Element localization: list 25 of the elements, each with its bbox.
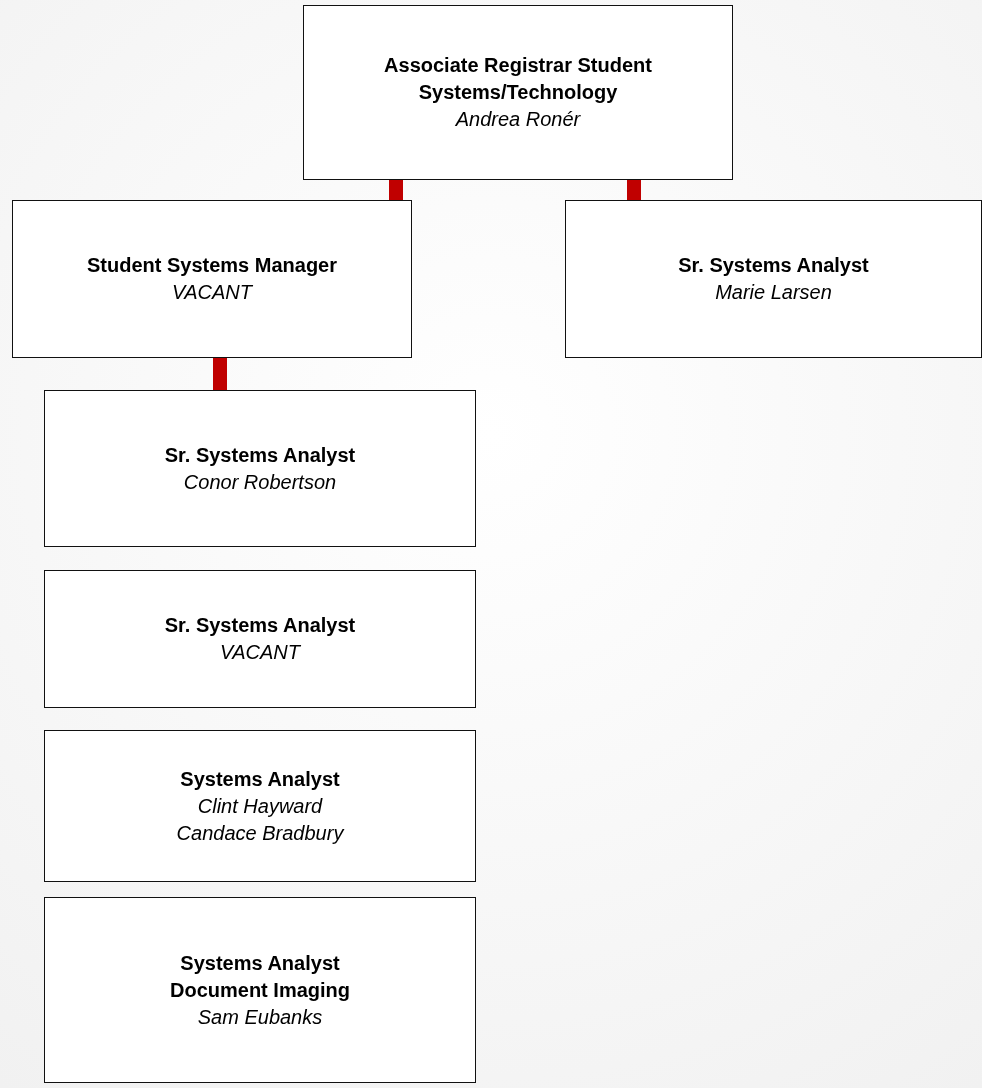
position-box [12, 200, 412, 358]
person-name: Andrea Ronér [455, 107, 581, 132]
person-name: Sam Eubanks [197, 1004, 323, 1030]
position-box [565, 200, 982, 358]
connector [213, 358, 227, 390]
person-name: VACANT [220, 640, 300, 665]
connector [627, 180, 641, 200]
job-title: Systems Analyst [180, 766, 340, 792]
person-name: Clint Hayward [197, 793, 323, 819]
job-title: Associate Registrar Student Systems/Technology [383, 53, 653, 105]
position-box [44, 730, 476, 882]
person-name: Marie Larsen [715, 280, 832, 305]
job-title: Student Systems Manager [86, 253, 338, 278]
person-name: Conor Robertson [183, 469, 337, 495]
position-box [44, 390, 476, 547]
position-box [44, 897, 476, 1083]
position-box [44, 570, 476, 708]
job-title: Sr. Systems Analyst [164, 613, 356, 638]
job-title: Sr. Systems Analyst [164, 442, 356, 468]
person-name: Candace Bradbury [176, 820, 344, 846]
position-box [303, 5, 733, 180]
job-title: Systems Analyst Document Imaging [169, 950, 351, 1003]
person-name: VACANT [172, 280, 252, 305]
connector [389, 180, 403, 200]
job-title: Sr. Systems Analyst [678, 253, 869, 278]
